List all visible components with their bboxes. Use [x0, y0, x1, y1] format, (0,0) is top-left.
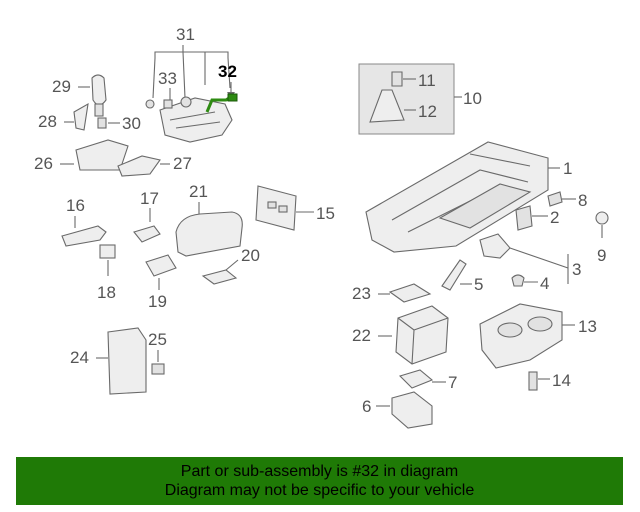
- callout-5[interactable]: 5: [474, 275, 483, 294]
- part-9: [595, 211, 609, 225]
- callout-3[interactable]: 3: [572, 260, 581, 279]
- part-3: [479, 233, 511, 259]
- callout-15[interactable]: 15: [316, 204, 335, 223]
- callout-19[interactable]: 19: [148, 292, 167, 311]
- part-6: [391, 391, 433, 429]
- callout-11[interactable]: 11: [418, 71, 436, 90]
- callout-1[interactable]: 1: [563, 159, 572, 178]
- part-33: [163, 99, 173, 109]
- clip-part: [145, 99, 155, 109]
- callout-32[interactable]: 32: [218, 62, 237, 81]
- parts-diagram: 31 33 32 29 28 30 26 27 16 18 17 19 21: [34, 25, 609, 429]
- callout-21[interactable]: 21: [189, 182, 208, 201]
- part-18: [99, 244, 116, 259]
- callout-17[interactable]: 17: [140, 189, 159, 208]
- part-16: [61, 225, 107, 247]
- shift-boot-part: [369, 89, 405, 123]
- callout-30[interactable]: 30: [122, 114, 141, 133]
- callout-6[interactable]: 6: [362, 397, 371, 416]
- cupholder-part: [479, 303, 563, 369]
- callout-24[interactable]: 24: [70, 348, 89, 367]
- banner-line-part-number: Part or sub-assembly is #32 in diagram: [180, 463, 459, 480]
- callout-33[interactable]: 33: [158, 69, 177, 88]
- callout-7[interactable]: 7: [448, 373, 457, 392]
- callout-16[interactable]: 16: [66, 196, 85, 215]
- part-28: [73, 102, 89, 131]
- vehicle-note-banner: Part or sub-assembly is #32 in diagram D…: [16, 457, 623, 505]
- armrest-lid-part: [175, 211, 243, 257]
- part-26: [75, 139, 129, 171]
- callout-10[interactable]: 10: [463, 89, 482, 108]
- callout-9[interactable]: 9: [597, 246, 606, 265]
- part-32-connector: [227, 93, 238, 102]
- callout-25[interactable]: 25: [148, 330, 167, 349]
- callout-4[interactable]: 4: [540, 274, 549, 293]
- part-2: [515, 205, 533, 231]
- callout-31[interactable]: 31: [176, 25, 195, 44]
- part-7: [398, 369, 434, 389]
- part-19: [145, 254, 177, 277]
- callout-20[interactable]: 20: [241, 246, 260, 265]
- callout-14[interactable]: 14: [552, 371, 571, 390]
- part-5: [441, 259, 467, 291]
- part-22: [395, 305, 449, 365]
- part-27: [117, 155, 161, 177]
- part-20: [201, 269, 238, 285]
- callout-8[interactable]: 8: [578, 191, 587, 210]
- part-17: [133, 225, 161, 243]
- callout-12[interactable]: 12: [418, 102, 437, 121]
- callout-23[interactable]: 23: [352, 284, 371, 303]
- callout-2[interactable]: 2: [550, 208, 559, 227]
- callout-18[interactable]: 18: [97, 283, 116, 302]
- callout-22[interactable]: 22: [352, 326, 371, 345]
- part-24: [107, 327, 147, 395]
- callout-13[interactable]: 13: [578, 317, 597, 336]
- bracket-31: [154, 51, 229, 58]
- knob-stem-part: [94, 103, 104, 117]
- part-11: [391, 71, 403, 87]
- part-4: [511, 274, 525, 287]
- callout-27[interactable]: 27: [173, 154, 192, 173]
- part-14: [528, 371, 538, 391]
- callout-26[interactable]: 26: [34, 154, 53, 173]
- callout-28[interactable]: 28: [38, 112, 57, 131]
- banner-line-disclaimer: Diagram may not be specific to your vehi…: [164, 482, 475, 499]
- callout-29[interactable]: 29: [52, 77, 71, 96]
- shifter-assembly-part: [159, 97, 233, 143]
- part-30: [97, 117, 107, 129]
- part-23: [388, 283, 432, 303]
- shift-knob-part: [91, 74, 107, 106]
- part-8: [547, 191, 563, 207]
- boot-kit-box: [358, 63, 455, 135]
- console-body-part: [365, 141, 549, 253]
- part-25: [151, 363, 165, 375]
